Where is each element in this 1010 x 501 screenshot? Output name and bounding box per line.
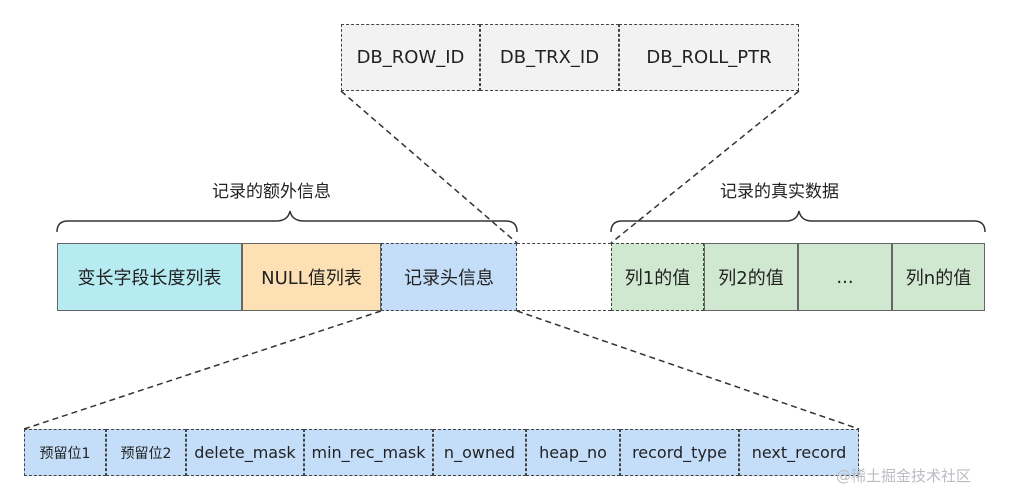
column-n-value: 列n的值	[892, 243, 985, 311]
connector-header-right	[516, 310, 860, 430]
hidden-col-db-trx-id: DB_TRX_ID	[480, 24, 619, 91]
real-data-brace	[610, 210, 986, 233]
connector-hidden-right	[610, 90, 800, 244]
column-1-value: 列1的值	[611, 243, 704, 311]
record-header-info: 记录头信息	[381, 243, 517, 311]
header-field-delete-mask: delete_mask	[186, 429, 304, 476]
variable-length-field-list: 变长字段长度列表	[57, 243, 242, 311]
hidden-columns-placeholder	[517, 243, 611, 311]
hidden-col-db-row-id: DB_ROW_ID	[341, 24, 480, 91]
null-value-list: NULL值列表	[242, 243, 381, 311]
header-field-reserved-1: 预留位1	[24, 429, 106, 476]
hidden-col-db-roll-ptr: DB_ROLL_PTR	[619, 24, 799, 91]
column-2-value: 列2的值	[704, 243, 798, 311]
extra-info-label: 记录的额外信息	[212, 182, 331, 202]
column-ellipsis: ...	[798, 243, 892, 311]
connector-hidden-left	[340, 90, 518, 244]
header-field-heap-no: heap_no	[526, 429, 620, 476]
header-field-min-rec-mask: min_rec_mask	[304, 429, 433, 476]
header-field-next-record: next_record	[739, 429, 859, 476]
connector-header-left	[23, 310, 382, 430]
header-field-n-owned: n_owned	[433, 429, 526, 476]
extra-info-brace	[56, 210, 518, 233]
real-data-label: 记录的真实数据	[720, 182, 839, 202]
watermark: @稀土掘金技术社区	[836, 467, 972, 485]
header-field-record-type: record_type	[620, 429, 739, 476]
header-field-reserved-2: 预留位2	[106, 429, 186, 476]
